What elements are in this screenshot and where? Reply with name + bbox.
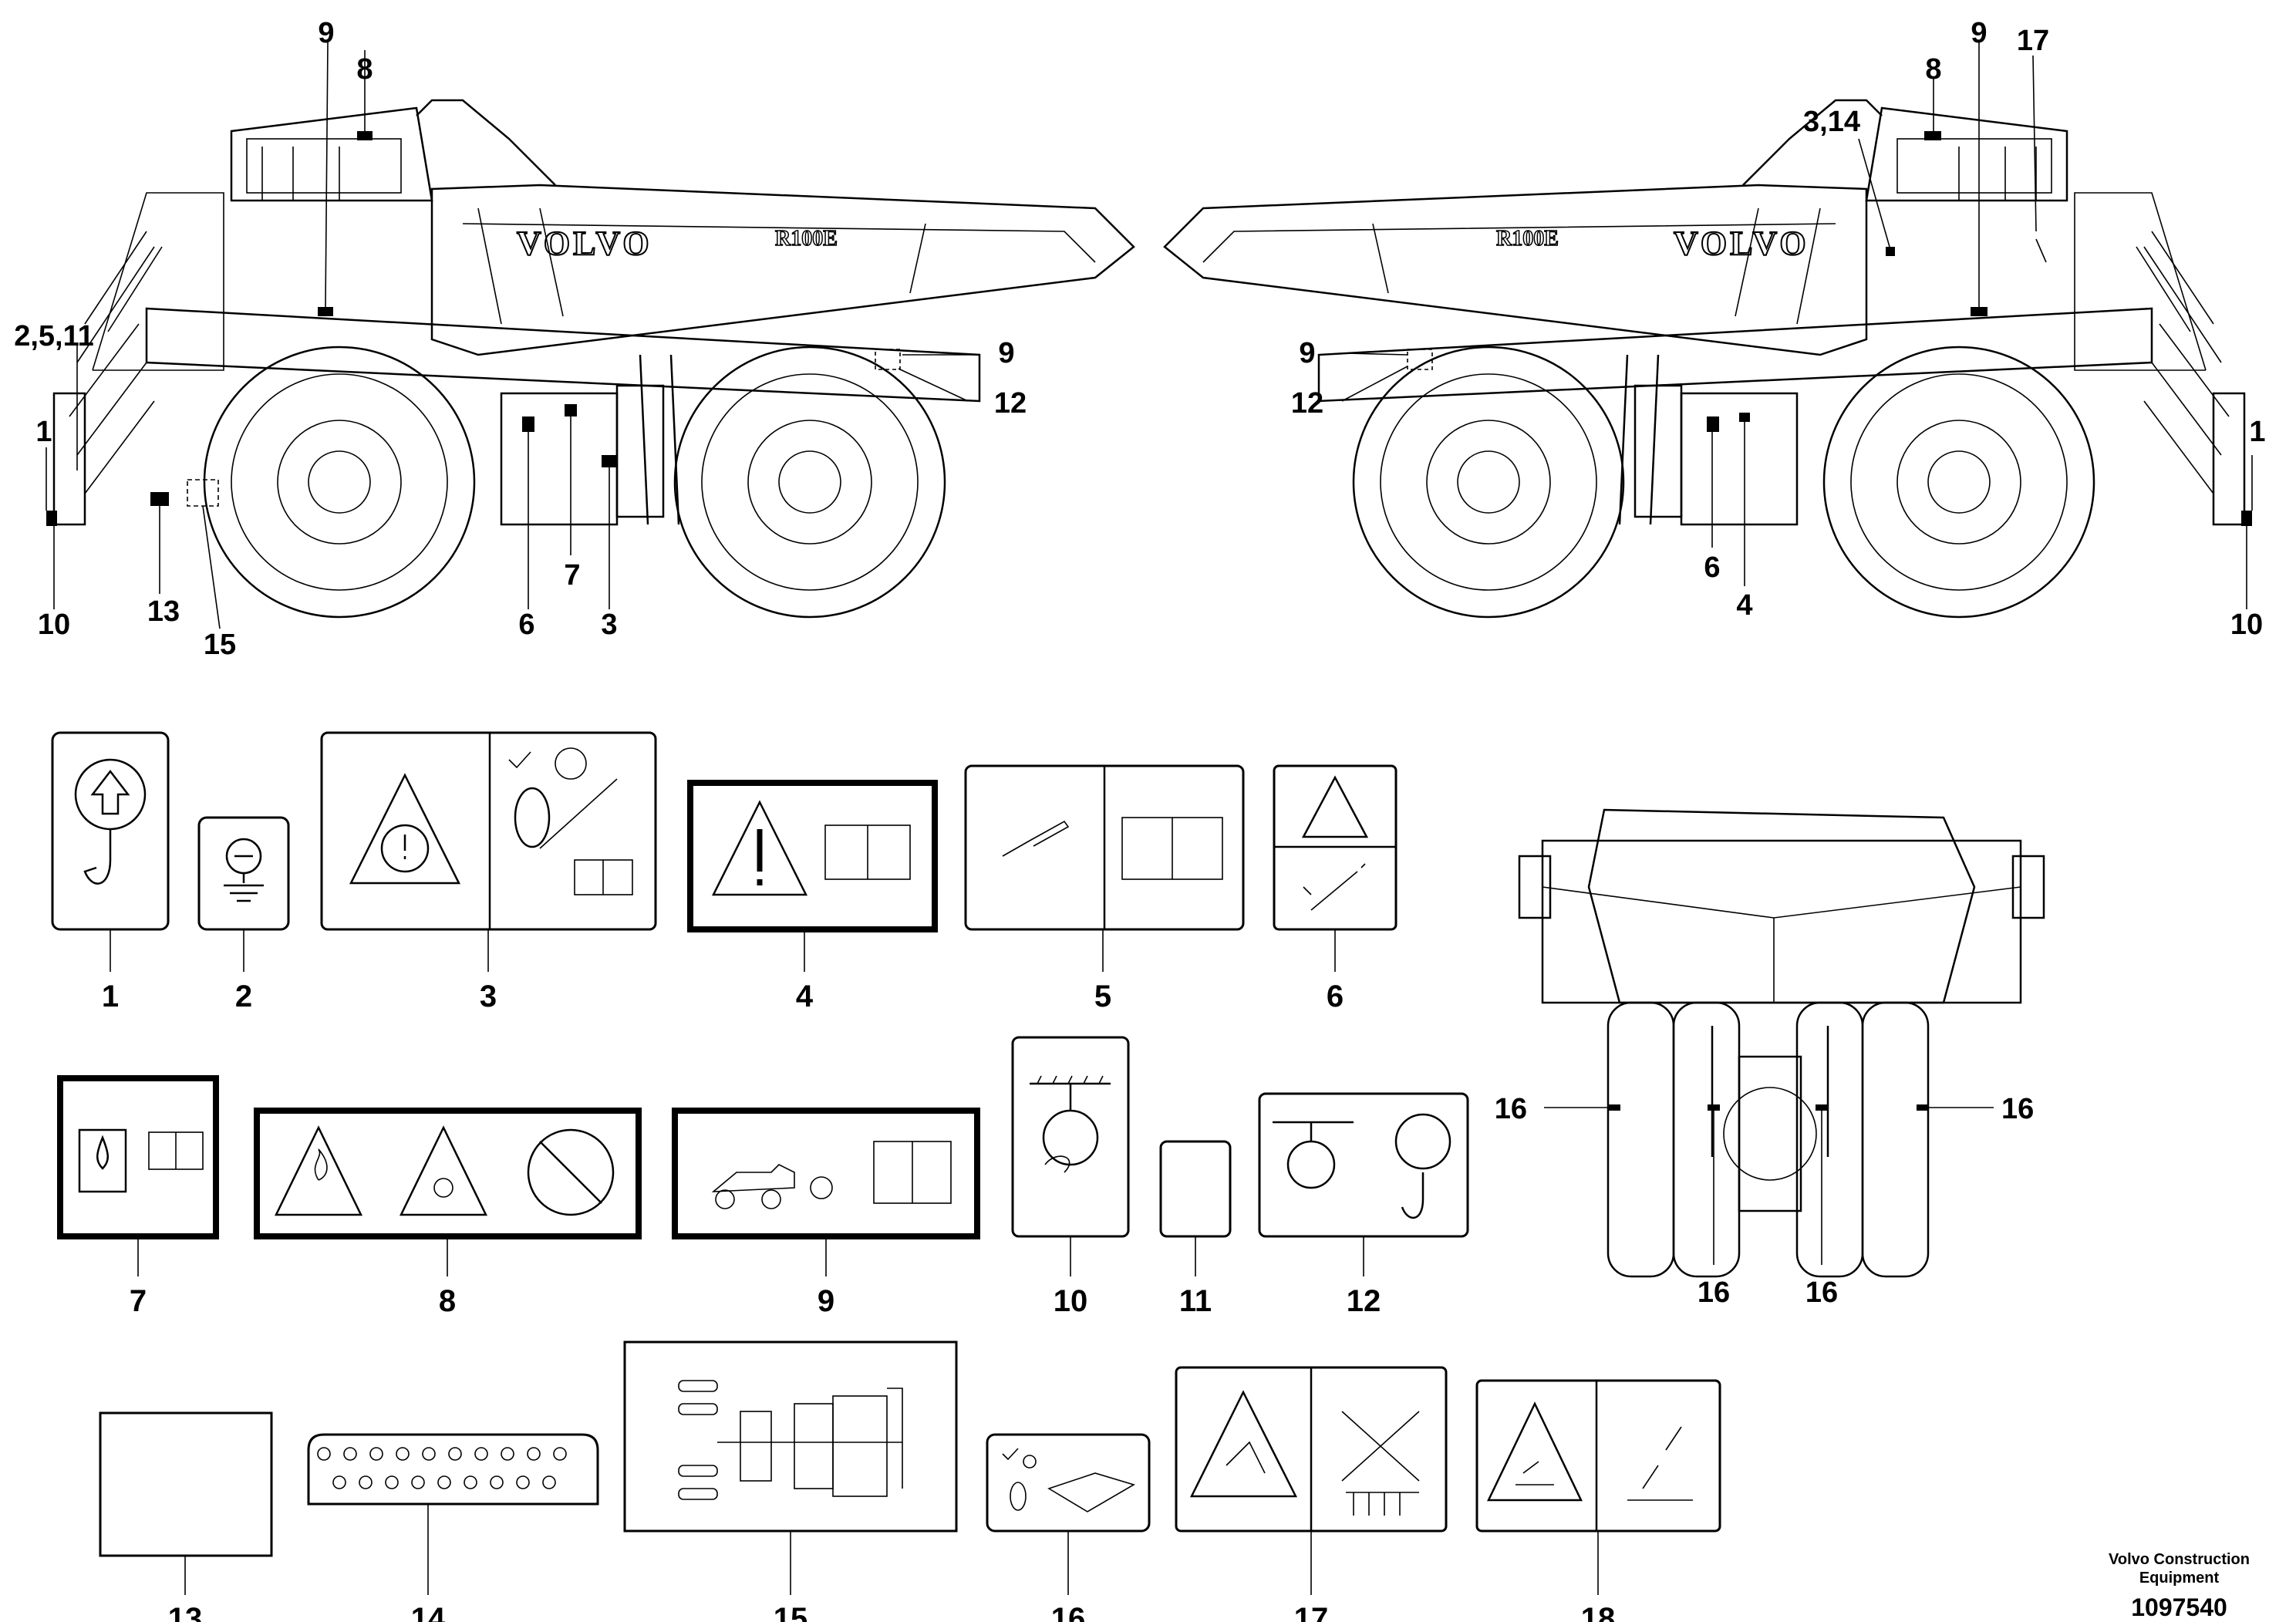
decal-8-fire-explosion-warning: 8 xyxy=(254,1108,642,1318)
callout-right-6: 6 xyxy=(1704,551,1720,584)
callout-right-10: 10 xyxy=(2230,609,2263,641)
callout-right-4: 4 xyxy=(1736,589,1752,622)
truck-right-side-view: VOLVO R100E 8 9 17 3,14 9 1 xyxy=(1163,17,2266,641)
dot xyxy=(474,1447,488,1461)
model-text-right: R100E xyxy=(1496,227,1559,251)
callout-rear-16-inner-left: 16 xyxy=(1698,1276,1730,1309)
decal-15-lubrication-chart: 15 xyxy=(623,1340,958,1622)
dot xyxy=(464,1475,477,1489)
decal-label-18: 18 xyxy=(1581,1602,1616,1622)
callout-left-3: 3 xyxy=(601,609,617,641)
callout-rear-16-inner-right: 16 xyxy=(1805,1276,1838,1309)
decal-1-lift-hook: 1 xyxy=(51,731,170,1013)
dot xyxy=(369,1447,383,1461)
dot xyxy=(553,1447,567,1461)
drawing-number: 1097540 xyxy=(2131,1593,2227,1621)
decal-catalog: 1 2 3 xyxy=(51,731,1721,1622)
callout-right-12: 12 xyxy=(1291,387,1323,420)
dot xyxy=(385,1475,399,1489)
dot xyxy=(437,1475,451,1489)
decal-10-tie-down: 10 xyxy=(1011,1036,1130,1318)
dot xyxy=(411,1475,425,1489)
decal-12-tie-down-lift: 12 xyxy=(1258,1092,1469,1318)
dot xyxy=(422,1447,436,1461)
decal-label-2: 2 xyxy=(235,980,252,1013)
decal-11-blank: 11 xyxy=(1159,1140,1232,1318)
decal-4-warning-manual: 4 xyxy=(687,780,938,1013)
callout-left-9-side: 9 xyxy=(998,337,1014,369)
callout-right-9-side: 9 xyxy=(1299,337,1315,369)
title-block: Volvo Construction Equipment 1097540 xyxy=(2109,1550,2250,1622)
callout-rear-16-right: 16 xyxy=(2001,1093,2034,1125)
dot xyxy=(332,1475,346,1489)
callout-right-17: 17 xyxy=(2017,25,2049,57)
decal-14-dot-strip: 14 xyxy=(307,1433,599,1622)
decal-label-5: 5 xyxy=(1094,980,1111,1013)
brand-logo-left: VOLVO xyxy=(517,224,652,262)
decal-6-battery-disconnect: 6 xyxy=(1273,764,1397,1013)
decal-label-7: 7 xyxy=(130,1284,147,1318)
dot xyxy=(396,1447,410,1461)
dot-pattern xyxy=(317,1447,567,1489)
callout-left-10: 10 xyxy=(38,609,70,641)
callout-left-9-top: 9 xyxy=(318,17,334,49)
decal-13-plate: 13 xyxy=(99,1411,273,1622)
callout-right-9-top: 9 xyxy=(1971,17,1987,49)
dot xyxy=(343,1447,357,1461)
dot xyxy=(359,1475,373,1489)
truck-left-side-view: VOLVO R100E xyxy=(14,17,1135,661)
company-name-line1: Volvo Construction xyxy=(2109,1551,2250,1568)
decal-3-accumulator-warning: 3 xyxy=(320,731,657,1013)
decal-label-10: 10 xyxy=(1054,1284,1088,1318)
callout-right-8: 8 xyxy=(1925,53,1941,86)
callout-left-7: 7 xyxy=(564,559,580,592)
callout-left-15: 15 xyxy=(204,629,236,661)
decal-label-3: 3 xyxy=(480,980,497,1013)
dot xyxy=(448,1447,462,1461)
callout-left-6: 6 xyxy=(518,609,534,641)
callout-right-3-14: 3,14 xyxy=(1803,106,1860,138)
callout-left-13: 13 xyxy=(147,595,180,628)
callout-left-2-5-11: 2,5,11 xyxy=(14,320,94,352)
decal-label-8: 8 xyxy=(439,1284,456,1318)
decal-18-hot-surface-warning: 18 xyxy=(1475,1379,1721,1622)
decal-2-ground: 2 xyxy=(197,816,290,1013)
decal-16-service-manual: 16 xyxy=(986,1433,1151,1622)
decal-label-13: 13 xyxy=(168,1602,203,1622)
dot xyxy=(490,1475,504,1489)
dot xyxy=(516,1475,530,1489)
decal-5-welding-manual: 5 xyxy=(964,764,1245,1013)
decal-9-towing-manual: 9 xyxy=(672,1108,980,1318)
dot xyxy=(317,1447,331,1461)
callout-left-12: 12 xyxy=(994,387,1027,420)
decal-label-16: 16 xyxy=(1051,1602,1086,1622)
decal-label-17: 17 xyxy=(1294,1602,1329,1622)
decal-label-14: 14 xyxy=(411,1602,446,1622)
brand-logo-right: VOLVO xyxy=(1674,224,1809,262)
decal-label-12: 12 xyxy=(1347,1284,1381,1318)
dot xyxy=(542,1475,556,1489)
callout-left-1: 1 xyxy=(35,416,52,448)
dot xyxy=(501,1447,514,1461)
truck-rear-view: 16 16 16 16 xyxy=(1495,808,2045,1309)
decal-label-11: 11 xyxy=(1179,1284,1212,1318)
callout-rear-16-left: 16 xyxy=(1495,1093,1527,1125)
company-name-line2: Equipment xyxy=(2139,1570,2220,1587)
decal-label-1: 1 xyxy=(102,980,119,1013)
decal-label-4: 4 xyxy=(796,980,814,1013)
decal-label-6: 6 xyxy=(1327,980,1344,1013)
decal-17-crush-warning: 17 xyxy=(1175,1366,1448,1622)
model-text-left: R100E xyxy=(775,227,838,251)
callout-right-1: 1 xyxy=(2249,416,2265,448)
decal-7-oil-manual: 7 xyxy=(57,1075,219,1318)
decal-label-15: 15 xyxy=(774,1602,808,1622)
decal-label-9: 9 xyxy=(818,1284,834,1318)
dot xyxy=(527,1447,541,1461)
callout-left-8: 8 xyxy=(356,53,373,86)
